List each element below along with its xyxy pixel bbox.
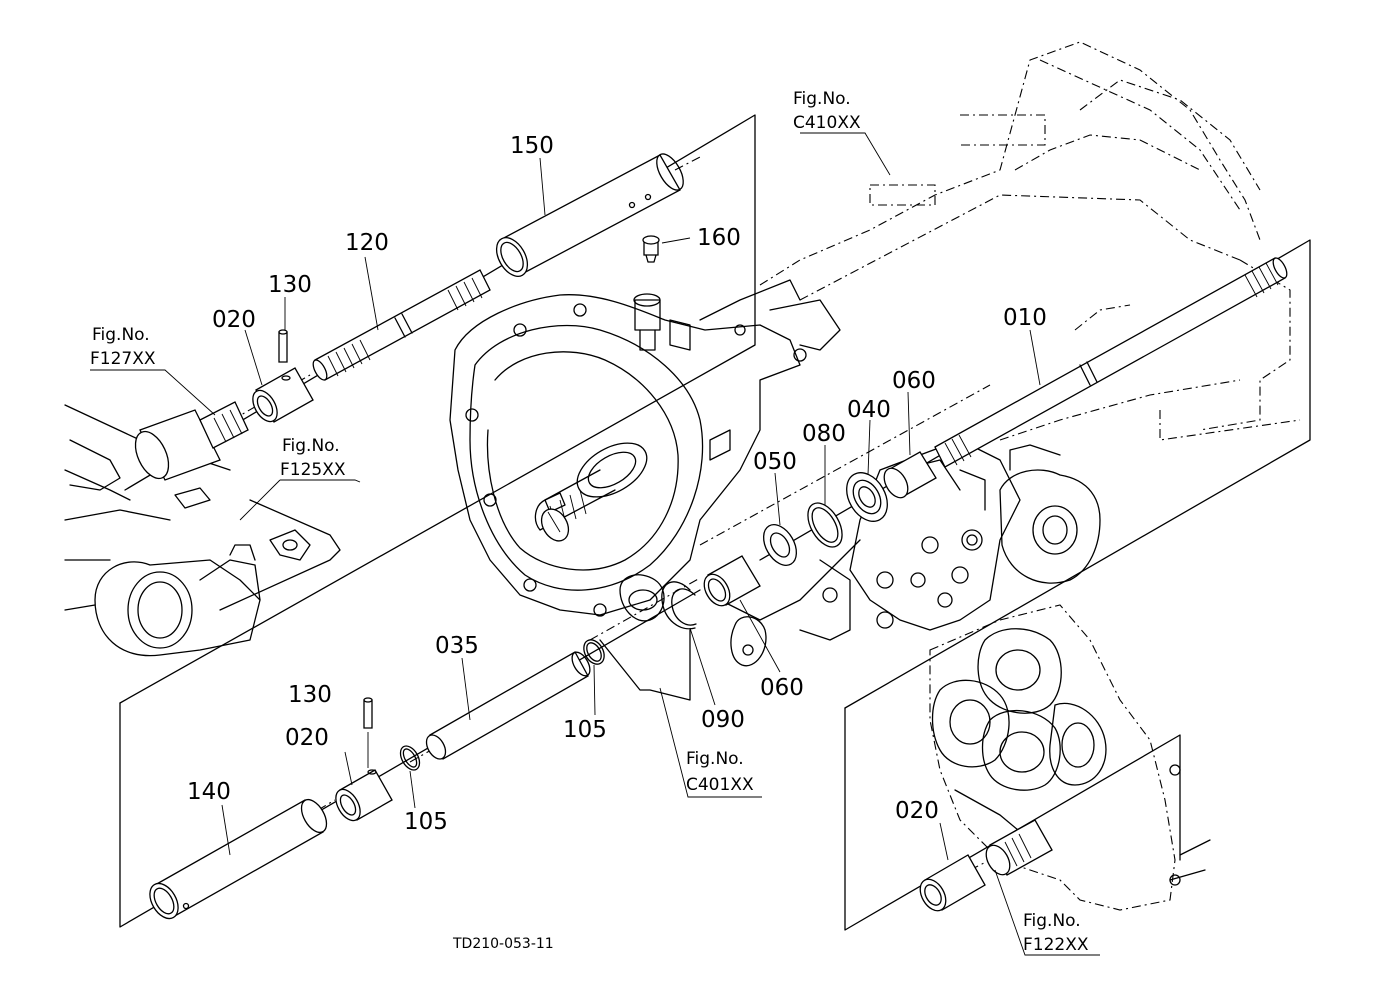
figref-f122-code: F122XX (1023, 935, 1089, 955)
label-150: 150 (510, 133, 554, 159)
left-housing (64, 404, 341, 657)
figref-c401-label: Fig.No. (686, 749, 744, 769)
part-040-bearing (846, 472, 888, 522)
label-105-lower: 105 (404, 809, 448, 835)
figref-f127-label: Fig.No. (92, 325, 150, 345)
figref-f122-label: Fig.No. (1023, 911, 1081, 931)
label-020-lower: 020 (285, 725, 329, 751)
part-130-pin-lower (363, 697, 373, 729)
input-shaft-stub (540, 508, 570, 542)
part-labels: 150 160 120 130 020 010 060 040 080 050 … (187, 133, 1047, 835)
leader-lines (90, 132, 1100, 956)
part-150-tube (495, 153, 684, 277)
part-105-oring-lower (399, 745, 421, 771)
label-140: 140 (187, 779, 231, 805)
transmission-housing (759, 41, 1301, 441)
label-090: 090 (701, 707, 745, 733)
label-060-upper: 060 (892, 368, 936, 394)
figref-f127-code: F127XX (90, 349, 156, 369)
part-160-fitting (642, 235, 660, 263)
part-020-coupling-upper (252, 367, 314, 423)
f127-coupling (134, 401, 249, 481)
part-060-upper (883, 451, 937, 499)
figref-c410-label: Fig.No. (793, 89, 851, 109)
part-035 (425, 651, 591, 760)
part-020-coupling-rear (919, 854, 986, 912)
label-160: 160 (697, 225, 741, 251)
figure-references: Fig.No. C410XX Fig.No. F127XX Fig.No. F1… (90, 89, 1089, 955)
label-120: 120 (345, 230, 389, 256)
shaft-010 (934, 257, 1288, 468)
figref-f125-label: Fig.No. (282, 436, 340, 456)
part-020-coupling-lower (335, 769, 393, 822)
label-040: 040 (847, 397, 891, 423)
clutch-housing (449, 279, 861, 701)
part-080-ring (807, 502, 843, 548)
label-020-upper: 020 (212, 307, 256, 333)
part-130-pin-upper (278, 329, 288, 363)
label-130-upper: 130 (268, 272, 312, 298)
part-050-seal (762, 524, 798, 566)
label-130-lower: 130 (288, 682, 332, 708)
label-035: 035 (435, 633, 479, 659)
part-105-oring-upper (583, 639, 605, 665)
figref-c410-code: C410XX (793, 113, 861, 133)
valve-block (799, 439, 1101, 641)
figref-c401-code: C401XX (686, 775, 754, 795)
part-090-circlip (661, 581, 697, 630)
figref-f125-code: F125XX (280, 460, 346, 480)
label-080: 080 (802, 421, 846, 447)
drawing-code: TD210-053-11 (452, 936, 554, 952)
label-050: 050 (753, 449, 797, 475)
part-140-pipe (149, 798, 328, 920)
rear-splined-shaft (985, 819, 1053, 876)
label-105-upper: 105 (563, 717, 607, 743)
label-020-rear: 020 (895, 798, 939, 824)
part-120-shaft (312, 269, 491, 381)
label-060-lower: 060 (760, 675, 804, 701)
label-010: 010 (1003, 305, 1047, 331)
part-060-lower (703, 555, 761, 607)
